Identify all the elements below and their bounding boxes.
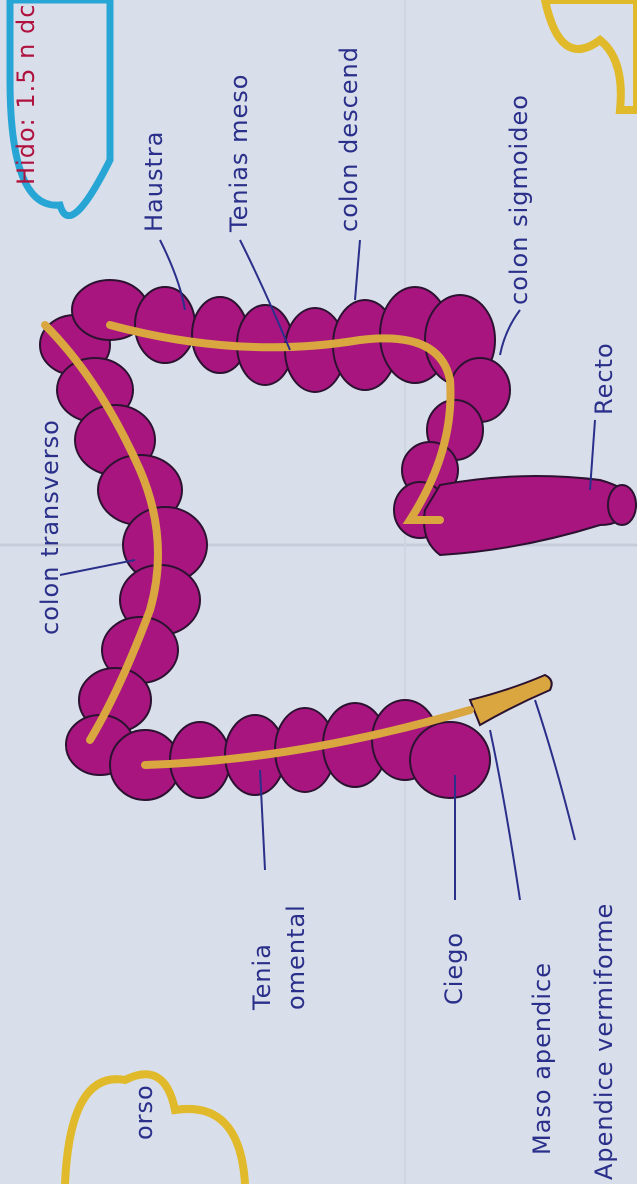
label-tenias-meso: Tenias meso	[225, 74, 253, 232]
label-tenia-omental: Tenia omental	[245, 870, 313, 1010]
label-corner-bottom: orso	[130, 1084, 158, 1140]
label-recto: Recto	[590, 342, 618, 415]
label-colon-sigmoideo: colon sigmoideo	[505, 94, 533, 305]
label-corner-top: Hido: 1.5 n dc	[12, 4, 40, 185]
label-colon-descendente: colon descend	[335, 46, 363, 232]
label-apendice-vermiforme: Apendice vermiforme	[590, 903, 618, 1180]
label-maso-apendice: Maso apendice	[528, 962, 556, 1155]
label-colon-transverso: colon transverso	[36, 419, 64, 635]
label-ciego: Ciego	[440, 932, 468, 1005]
label-haustra: Haustra	[140, 131, 168, 232]
